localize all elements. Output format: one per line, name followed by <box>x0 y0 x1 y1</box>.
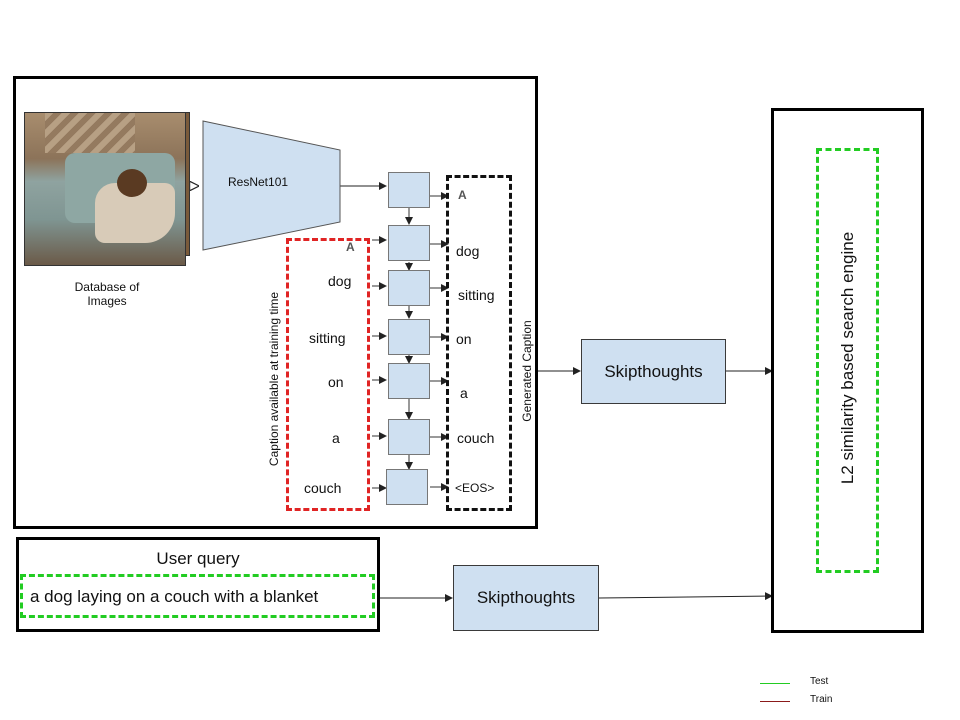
train-word: dog <box>328 273 352 289</box>
generated-word: a <box>460 385 468 401</box>
search-engine-box <box>771 108 924 633</box>
lstm-cell <box>388 319 430 355</box>
resnet-label: ResNet101 <box>228 175 289 189</box>
train-word: A <box>346 240 355 254</box>
skipthoughts-encoder-bottom: Skipthoughts <box>453 565 599 631</box>
lstm-cell <box>388 419 430 455</box>
skipthoughts-bottom-label: Skipthoughts <box>476 588 576 607</box>
skipthoughts-encoder-top: Skipthoughts <box>581 339 726 404</box>
generated-word: sitting <box>458 287 495 303</box>
generated-caption-box <box>446 175 512 511</box>
resnet-encoder <box>202 120 341 251</box>
lstm-cell <box>388 172 430 208</box>
user-query-input <box>20 574 375 618</box>
user-query-title: User query <box>156 549 240 568</box>
generated-word: on <box>456 331 472 347</box>
user-query-text: a dog laying on a couch with a blanket <box>30 587 319 606</box>
generated-word: couch <box>457 430 495 446</box>
lstm-cell <box>388 270 430 306</box>
legend-swatch-test <box>760 683 790 684</box>
train-word: sitting <box>309 330 346 346</box>
search-engine-inner <box>816 148 879 573</box>
search-engine-label: L2 similarity based search engine <box>838 231 857 485</box>
generated-word: <EOS> <box>455 481 495 495</box>
dog-on-couch-photo <box>24 112 186 266</box>
lstm-cell <box>388 225 430 261</box>
generated-caption-label: Generated Caption <box>520 320 534 422</box>
lstm-cell <box>386 469 428 505</box>
legend-swatch-train <box>760 701 790 702</box>
training-panel <box>13 76 538 529</box>
lstm-cell <box>388 363 430 399</box>
train-word: a <box>332 430 340 446</box>
database-image-stack <box>24 112 190 268</box>
train-caption-label: Caption available at training time <box>267 291 281 467</box>
train-word: on <box>328 374 344 390</box>
database-label: Database of Images <box>74 280 140 308</box>
generated-word: dog <box>456 243 480 259</box>
train-word: couch <box>304 480 342 496</box>
skipthoughts-top-label: Skipthoughts <box>604 361 703 381</box>
generated-word: A <box>458 188 467 202</box>
legend-label-train: Train <box>810 694 833 705</box>
legend-label-test: Test <box>810 676 829 687</box>
train-caption-box <box>286 238 370 511</box>
